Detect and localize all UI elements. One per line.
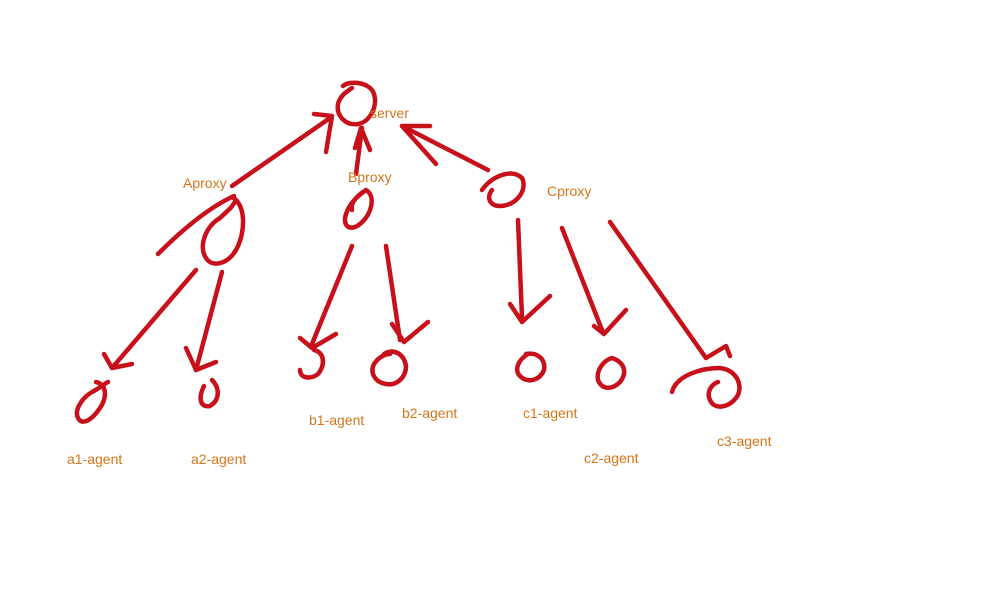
- bproxy-node-shape: [342, 187, 374, 230]
- arrowhead-bproxy-server: [352, 125, 373, 153]
- c2-agent-label: c2-agent: [584, 450, 639, 466]
- c2-agent-shape: [595, 355, 627, 390]
- aproxy-node-tail: [155, 193, 237, 257]
- b1-agent-label: b1-agent: [309, 412, 365, 428]
- arrowhead-cproxy-c2: [591, 307, 629, 337]
- edge-cproxy-c1: [515, 217, 525, 321]
- a1-agent-label: a1-agent: [67, 451, 123, 467]
- aproxy-node-shape: [200, 194, 246, 266]
- edge-bproxy-b2: [383, 243, 403, 343]
- c1-agent-shape: [515, 351, 547, 383]
- cproxy-node-shape: [479, 171, 526, 209]
- a1-agent-shape: [74, 379, 111, 424]
- arrowhead-bproxy-b2: [389, 319, 431, 345]
- aproxy-label: Aproxy: [183, 175, 227, 191]
- arrowhead-cproxy-c1: [507, 293, 553, 325]
- edge-bproxy-b1: [309, 243, 355, 347]
- arrowhead-aproxy-server: [311, 111, 335, 155]
- edge-cproxy-c3: [607, 219, 709, 361]
- arrowhead-cproxy-c3: [703, 343, 733, 361]
- server-label: server: [370, 105, 409, 121]
- arrowhead-aproxy-a2: [183, 345, 219, 373]
- c1-agent-label: c1-agent: [523, 405, 578, 421]
- edge-aproxy-a1: [109, 267, 199, 371]
- bproxy-label: Bproxy: [348, 169, 392, 185]
- server-node-shape: [335, 80, 378, 127]
- edge-aproxy-a2: [193, 269, 225, 373]
- b2-agent-label: b2-agent: [402, 405, 458, 421]
- edge-aproxy-server: [229, 115, 333, 189]
- c3-agent-shape: [669, 365, 742, 409]
- edge-cproxy-c2: [559, 225, 605, 333]
- arrowhead-bproxy-b1: [297, 331, 339, 351]
- b1-agent-shape: [297, 347, 326, 380]
- cproxy-label: Cproxy: [547, 183, 592, 199]
- edge-cproxy-server: [399, 123, 491, 173]
- arrowhead-aproxy-a1: [101, 351, 135, 371]
- arrowhead-cproxy-server: [399, 123, 439, 167]
- c3-agent-label: c3-agent: [717, 433, 772, 449]
- a2-agent-label: a2-agent: [191, 451, 247, 467]
- b2-agent-shape: [370, 349, 409, 387]
- a2-agent-shape: [198, 377, 220, 409]
